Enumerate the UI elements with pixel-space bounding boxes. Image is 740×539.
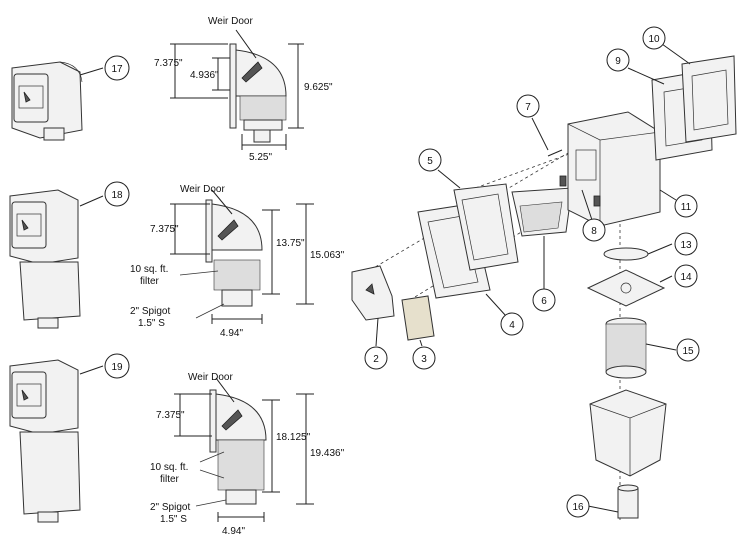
callout-15: 15 [682,346,694,357]
filter-label-bot-2: filter [160,474,180,485]
dim-mid-4: 4.94" [220,328,243,339]
dim-bot-2: 18.125" [276,432,311,443]
dim-bot-3: 19.436" [310,448,345,459]
filter-label-bot-1: 10 sq. ft. [150,462,188,473]
skimmer-17 [11,55,130,141]
exploded-view [351,43,737,520]
dim-mid-2: 13.75" [276,238,305,249]
spigot-label-mid-1: 2" Spigot [130,306,170,317]
weir-door-label-top: Weir Door [208,16,253,27]
dim-top-4: 5.25" [249,152,272,163]
callout-11: 11 [681,202,692,213]
callout-3: 3 [421,354,427,365]
filter-label-mid-2: filter [140,276,160,287]
spigot-label-bot-2: 1.5" S [160,514,187,525]
dim-top-2: 4.936" [190,70,219,81]
dim-mid-3: 15.063" [310,250,345,261]
callout-7: 7 [525,102,531,113]
spigot-label-bot-1: 2" Spigot [150,502,190,513]
weir-door-label-bot: Weir Door [188,372,233,383]
dim-mid-1: 7.375" [150,224,179,235]
callout-19: 19 [111,362,123,373]
callout-14: 14 [680,272,692,283]
callout-4: 4 [509,320,515,331]
callout-17: 17 [111,64,123,75]
dim-bot-4: 4.94" [222,526,245,537]
spigot-label-mid-2: 1.5" S [138,318,165,329]
weir-door-label-mid: Weir Door [180,184,225,195]
skimmer-19 [9,353,130,523]
dim-view-bottom [174,377,314,522]
skimmer-18 [9,181,130,329]
callout-10: 10 [648,34,660,45]
dim-bot-1: 7.375" [156,410,185,421]
callout-16: 16 [572,502,584,513]
callout-8: 8 [591,226,597,237]
callout-circles [364,26,700,518]
callout-13: 13 [680,240,692,251]
dim-top-3: 9.625" [304,82,333,93]
callout-18: 18 [111,190,123,201]
callout-2: 2 [373,354,379,365]
dim-view-middle [170,189,314,324]
dim-view-top [170,29,304,150]
callout-5: 5 [427,156,433,167]
filter-label-mid-1: 10 sq. ft. [130,264,168,275]
callout-6: 6 [541,296,547,307]
callout-9: 9 [615,56,621,67]
dim-top-1: 7.375" [154,58,183,69]
